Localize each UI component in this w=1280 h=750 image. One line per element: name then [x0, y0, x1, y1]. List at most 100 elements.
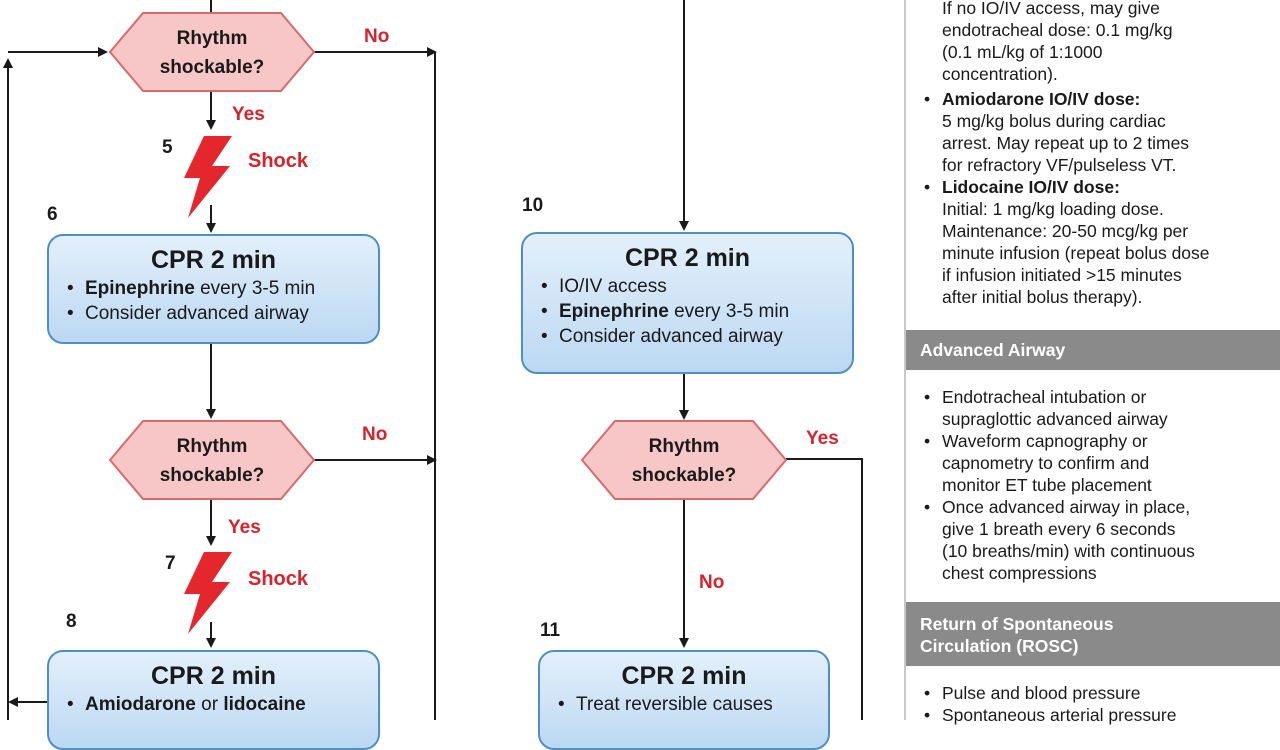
cpr-box-list: Treat reversible causes	[540, 692, 828, 717]
item-text: every 3-5 min	[194, 278, 316, 299]
list-item: Endotracheal intubation or supraglottic …	[922, 386, 1272, 430]
branch-label-yes: Yes	[232, 104, 265, 125]
section-header-rosc: Return of Spontaneous Circulation (ROSC)	[906, 602, 1280, 666]
decision-text: Rhythm shockable?	[112, 432, 312, 490]
flowchart-connectors	[2, 0, 863, 720]
panel-line: endotracheal dose: 0.1 mg/kg	[942, 20, 1173, 40]
branch-label-no: No	[699, 572, 725, 593]
panel-line: If no IO/IV access, may give	[942, 0, 1160, 18]
list-item: Lidocaine IO/IV dose: Initial: 1 mg/kg l…	[922, 176, 1272, 308]
drug-name: Epinephrine	[85, 278, 195, 299]
panel-line: Once advanced airway in place,	[942, 497, 1191, 517]
panel-subheading: Lidocaine IO/IV dose:	[942, 177, 1120, 197]
decision-hexagon	[108, 420, 316, 500]
drug-name: Epinephrine	[559, 301, 669, 322]
connector-line	[786, 458, 863, 720]
panel-line: (0.1 mL/kg of 1:1000	[942, 42, 1103, 62]
list-item: IO/IV access	[541, 274, 852, 299]
panel-line: (10 breaths/min) with continuous	[942, 541, 1195, 561]
section-title: Circulation (ROSC)	[920, 636, 1079, 656]
step-number: 6	[47, 204, 58, 225]
decision-text: Rhythm shockable?	[584, 432, 784, 490]
decision-hexagon	[580, 420, 788, 500]
decision-line: Rhythm	[648, 436, 720, 457]
section-header-advanced-airway: Advanced Airway	[906, 330, 1280, 370]
cpr-box-title: CPR 2 min	[150, 246, 277, 274]
panel-line: minute infusion (repeat bolus dose	[942, 243, 1210, 263]
rosc-section: Pulse and blood pressure Spontaneous art…	[922, 682, 1272, 726]
panel-line: capnometry to confirm and	[942, 453, 1150, 473]
decision-hexagon	[108, 12, 316, 92]
item-text: Consider advanced airway	[559, 326, 783, 347]
shock-label: Shock	[248, 568, 309, 590]
decision-line: Rhythm	[176, 28, 248, 49]
section-title: Advanced Airway	[920, 340, 1066, 360]
cpr-box-10: CPR 2 min IO/IV access Epinephrine every…	[521, 232, 854, 374]
epinephrine-dose-section: If no IO/IV access, may give endotrachea…	[942, 0, 1280, 85]
item-text: or	[195, 694, 224, 715]
list-item: Consider advanced airway	[67, 301, 378, 326]
panel-line: Spontaneous arterial pressure	[942, 705, 1177, 725]
cpr-box-title: CPR 2 min	[621, 662, 747, 690]
list-item: Amiodarone IO/IV dose: 5 mg/kg bolus dur…	[922, 88, 1272, 176]
list-item: Waveform capnography or capnometry to co…	[922, 430, 1272, 496]
cpr-box-8: CPR 2 min Amiodarone or lidocaine	[47, 650, 380, 750]
step-number: 5	[162, 137, 173, 158]
branch-label-no: No	[364, 26, 390, 47]
decision-line: shockable?	[631, 465, 737, 486]
branch-label-no: No	[362, 424, 388, 445]
list-item: Consider advanced airway	[541, 324, 852, 349]
info-panel: If no IO/IV access, may give endotrachea…	[904, 0, 1280, 726]
shock-bolt-icon	[184, 552, 232, 634]
list-item: Pulse and blood pressure	[922, 682, 1272, 704]
branch-label-yes: Yes	[806, 428, 839, 449]
cpr-box-6: CPR 2 min Epinephrine every 3-5 min Cons…	[47, 234, 380, 344]
section-title: Return of Spontaneous	[920, 614, 1114, 634]
list-item: Amiodarone or lidocaine	[67, 692, 378, 717]
cpr-box-list: Epinephrine every 3-5 min Consider advan…	[49, 276, 378, 326]
decision-line: shockable?	[159, 57, 265, 78]
list-item: Epinephrine every 3-5 min	[541, 299, 852, 324]
panel-line: give 1 breath every 6 seconds	[942, 519, 1176, 539]
panel-line: arrest. May repeat up to 2 times	[942, 133, 1190, 153]
panel-line: Endotracheal intubation or	[942, 387, 1147, 407]
drug-name: lidocaine	[223, 694, 306, 715]
list-item: Epinephrine every 3-5 min	[67, 276, 378, 301]
panel-line: monitor ET tube placement	[942, 475, 1152, 495]
panel-line: after initial bolus therapy).	[942, 287, 1143, 307]
panel-line: if infusion initiated >15 minutes	[942, 265, 1182, 285]
cpr-box-title: CPR 2 min	[624, 244, 751, 272]
item-text: Treat reversible causes	[576, 694, 773, 715]
panel-line: Pulse and blood pressure	[942, 683, 1141, 703]
list-item: Spontaneous arterial pressure	[922, 704, 1272, 726]
panel-line: for refractory VF/pulseless VT.	[942, 155, 1177, 175]
panel-line: supraglottic advanced airway	[942, 409, 1168, 429]
list-item: Treat reversible causes	[558, 692, 828, 717]
panel-line: chest compressions	[942, 563, 1097, 583]
decision-text: Rhythm shockable?	[112, 24, 312, 82]
item-text: every 3-5 min	[668, 301, 790, 322]
decision-line: shockable?	[159, 465, 265, 486]
shock-label: Shock	[248, 150, 309, 172]
panel-line: Waveform capnography or	[942, 431, 1148, 451]
cpr-box-list: IO/IV access Epinephrine every 3-5 min C…	[523, 274, 852, 349]
drug-name: Amiodarone	[85, 694, 196, 715]
advanced-airway-section: Endotracheal intubation or supraglottic …	[922, 386, 1272, 584]
panel-line: Maintenance: 20-50 mcg/kg per	[942, 221, 1189, 241]
item-text: IO/IV access	[559, 276, 667, 297]
step-number: 7	[165, 553, 176, 574]
panel-line: Initial: 1 mg/kg loading dose.	[942, 199, 1164, 219]
step-number: 8	[66, 611, 77, 632]
cpr-box-list: Amiodarone or lidocaine	[49, 692, 378, 717]
cpr-box-title: CPR 2 min	[150, 662, 277, 690]
amiodarone-dose-section: Amiodarone IO/IV dose: 5 mg/kg bolus dur…	[922, 88, 1272, 308]
panel-line: concentration).	[942, 64, 1058, 84]
item-text: Consider advanced airway	[85, 303, 309, 324]
cpr-box-11: CPR 2 min Treat reversible causes	[538, 650, 830, 750]
list-item: Once advanced airway in place, give 1 br…	[922, 496, 1272, 584]
panel-subheading: Amiodarone IO/IV dose:	[942, 89, 1141, 109]
panel-line: 5 mg/kg bolus during cardiac	[942, 111, 1166, 131]
step-number: 10	[522, 195, 544, 216]
step-number: 11	[540, 620, 561, 641]
decision-line: Rhythm	[176, 436, 248, 457]
